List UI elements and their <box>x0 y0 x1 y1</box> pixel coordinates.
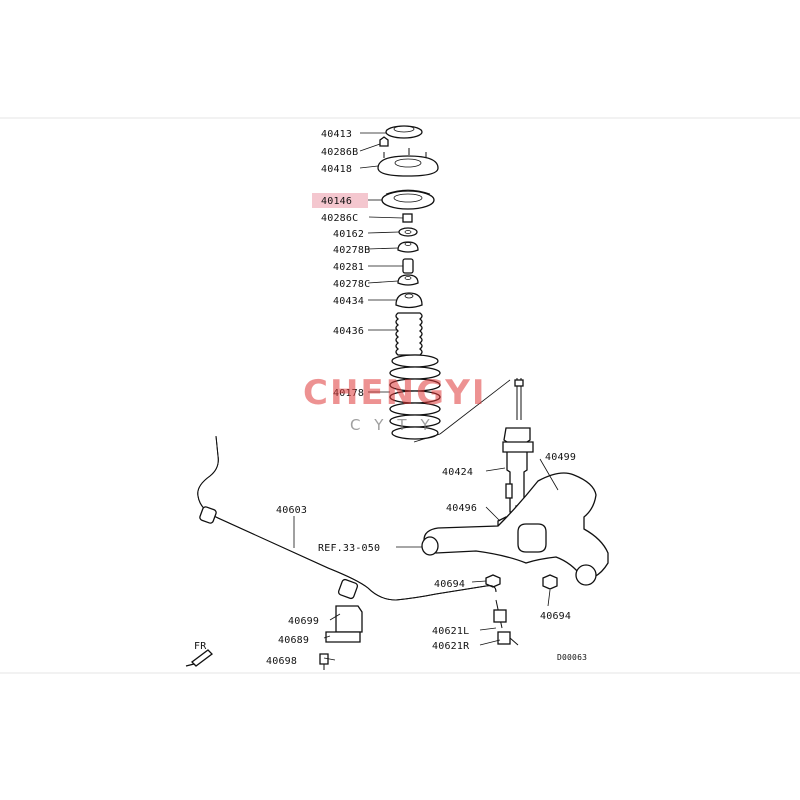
part-40418[interactable] <box>377 148 439 177</box>
label-40413[interactable]: 40413 <box>321 129 352 140</box>
part-40699-bracket[interactable] <box>335 605 363 633</box>
diagram-code: D00063 <box>557 653 587 662</box>
part-40689-bushing[interactable] <box>325 631 361 643</box>
label-40418[interactable]: 40418 <box>321 164 352 175</box>
label-40281[interactable]: 40281 <box>333 262 364 273</box>
part-40162[interactable] <box>398 227 418 237</box>
label-ref-33-050[interactable]: REF.33-050 <box>318 543 380 554</box>
part-40278B[interactable] <box>397 241 419 253</box>
part-40603-stabilizer[interactable] <box>197 435 497 601</box>
front-arrow-icon <box>185 649 213 667</box>
part-40434[interactable] <box>395 292 423 309</box>
lower-arm[interactable] <box>421 472 609 586</box>
part-40694-bushing-b[interactable] <box>542 574 558 590</box>
label-40162[interactable]: 40162 <box>333 229 364 240</box>
label-40694-a[interactable]: 40694 <box>434 579 465 590</box>
label-40689[interactable]: 40689 <box>278 635 309 646</box>
label-40436[interactable]: 40436 <box>333 326 364 337</box>
label-40694-b[interactable]: 40694 <box>540 611 571 622</box>
part-40146[interactable] <box>381 189 435 210</box>
label-40699[interactable]: 40699 <box>288 616 319 627</box>
label-40603[interactable]: 40603 <box>276 505 307 516</box>
label-40621R[interactable]: 40621R <box>432 641 470 652</box>
watermark-sub: CYTY <box>350 416 444 434</box>
part-40436-boot[interactable] <box>395 312 423 356</box>
part-40178-spring[interactable] <box>389 354 441 440</box>
part-40286C[interactable] <box>402 213 413 223</box>
label-40424[interactable]: 40424 <box>442 467 473 478</box>
watermark-brand: CHENGYI <box>303 373 487 413</box>
label-40178[interactable]: 40178 <box>333 388 364 399</box>
label-40698[interactable]: 40698 <box>266 656 297 667</box>
label-40496[interactable]: 40496 <box>446 503 477 514</box>
label-40286C[interactable]: 40286C <box>321 213 358 224</box>
part-40621-link[interactable] <box>493 599 519 646</box>
part-40286B[interactable] <box>379 136 389 147</box>
part-40694-bushing-a[interactable] <box>485 574 501 588</box>
part-40698-bolt[interactable] <box>319 653 329 670</box>
label-fr: FR <box>194 641 207 652</box>
label-40434[interactable]: 40434 <box>333 296 364 307</box>
part-40413[interactable] <box>385 125 423 139</box>
highlight-40146 <box>312 193 368 208</box>
part-40281[interactable] <box>402 258 414 274</box>
label-40621L[interactable]: 40621L <box>432 626 469 637</box>
label-40278B[interactable]: 40278B <box>333 245 370 256</box>
label-40278C[interactable]: 40278C <box>333 279 370 290</box>
label-40146[interactable]: 40146 <box>321 196 352 207</box>
label-40499[interactable]: 40499 <box>545 452 576 463</box>
part-40278C[interactable] <box>397 274 419 286</box>
label-40286B[interactable]: 40286B <box>321 147 358 158</box>
leader-lines <box>293 132 559 661</box>
